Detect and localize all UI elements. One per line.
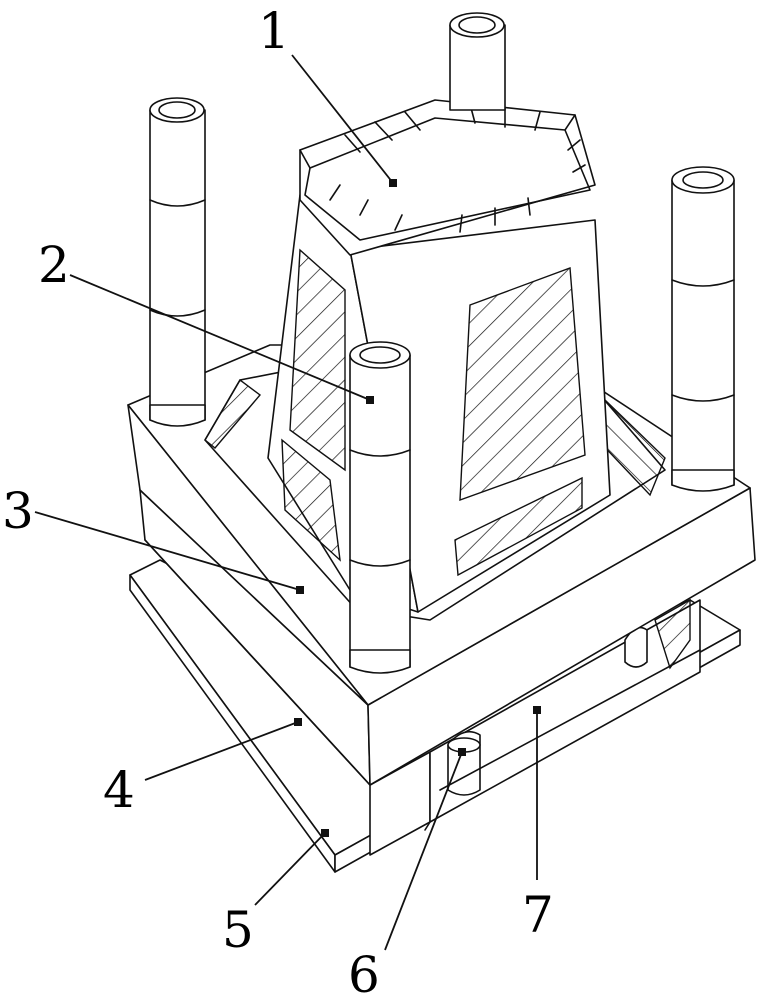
guide-pillar-front	[349, 341, 411, 674]
label-5: 5	[222, 901, 254, 959]
guide-pillar-right	[671, 166, 735, 492]
guide-pillar-back-left	[149, 97, 206, 427]
support-blocks	[369, 598, 701, 856]
label-4: 4	[103, 761, 135, 819]
label-1: 1	[258, 2, 290, 60]
leader-lines	[34, 54, 541, 951]
guide-pillar-back-right	[449, 12, 506, 111]
label-6: 6	[348, 946, 380, 1000]
label-7: 7	[522, 886, 554, 944]
label-2: 2	[38, 236, 70, 294]
label-3: 3	[2, 482, 34, 540]
